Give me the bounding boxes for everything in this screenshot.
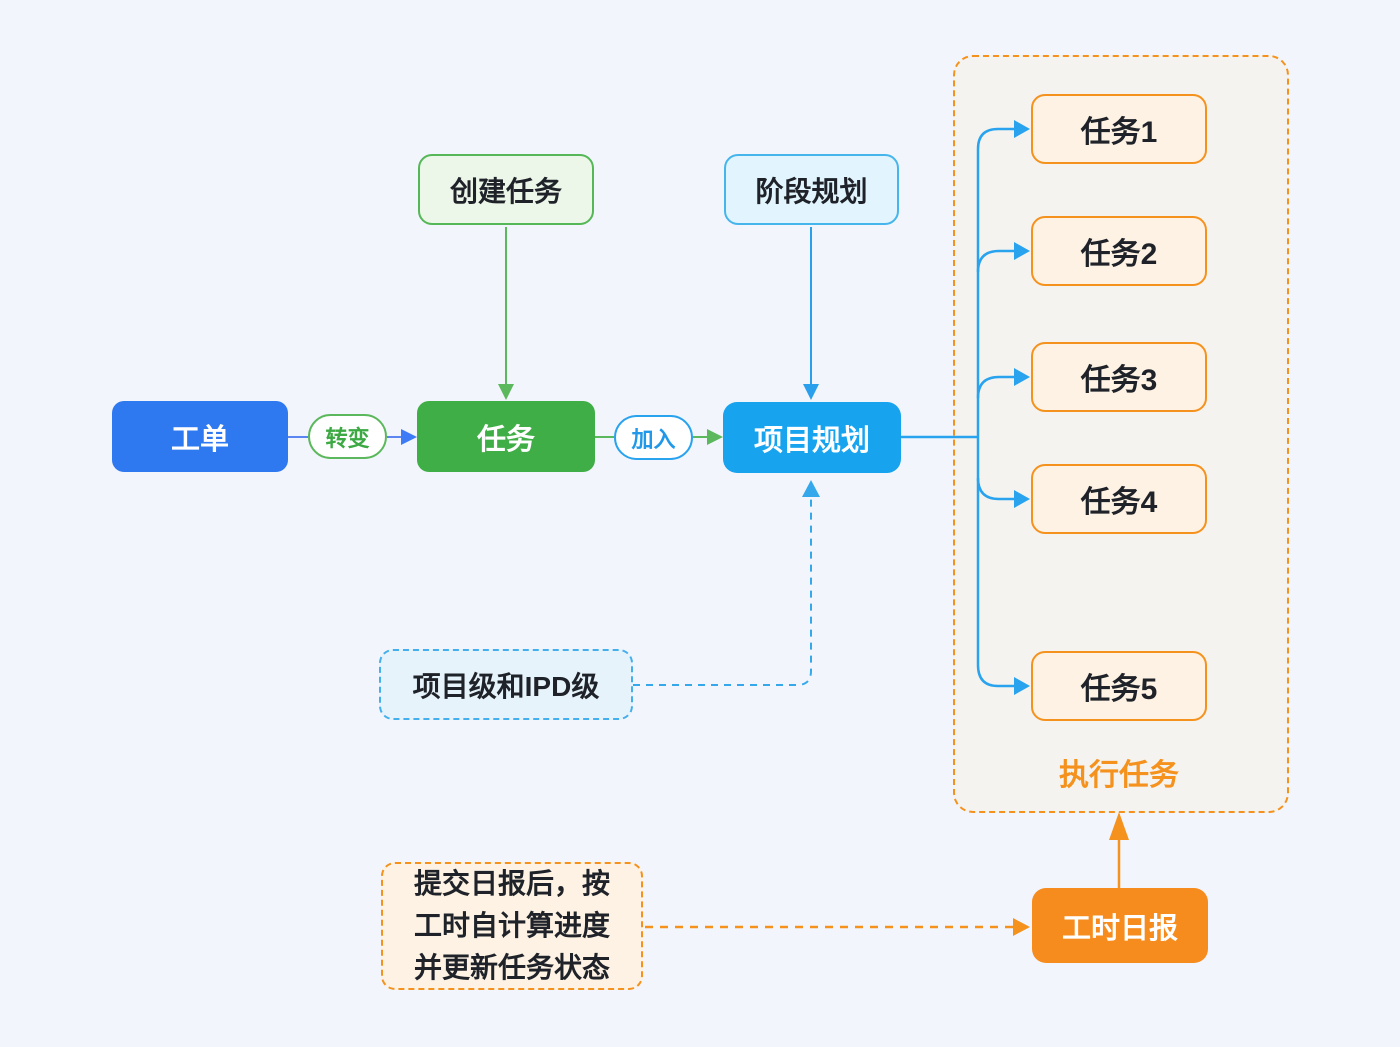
- node-work-order: 工单: [112, 401, 288, 472]
- execute-task-group-label: 执行任务: [1059, 759, 1179, 792]
- note-line-2: 工时自计算进度: [413, 910, 610, 941]
- node-task-3: 任务3: [1031, 342, 1207, 412]
- edge-label-transform: 转变: [308, 414, 387, 459]
- node-task: 任务: [417, 401, 595, 472]
- arrowhead-stageplan-projectplan: [803, 384, 819, 400]
- arrowhead-createtask-task: [498, 384, 514, 400]
- arrowhead-dailyreport: [1013, 918, 1030, 936]
- node-task-4: 任务4: [1031, 464, 1207, 534]
- arrowhead-into-projectplan: [707, 429, 723, 445]
- note-daily-report-rule: 提交日报后，按 工时自计算进度 并更新任务状态: [381, 862, 643, 990]
- node-stage-plan: 阶段规划: [724, 154, 899, 225]
- arrowhead-group: [1109, 812, 1129, 840]
- node-project-plan: 项目规划: [723, 402, 901, 473]
- note-line-1: 提交日报后，按: [413, 868, 610, 899]
- note-project-ipd-level: 项目级和IPD级: [379, 649, 633, 720]
- note-line-3: 并更新任务状态: [413, 952, 610, 983]
- node-task-5: 任务5: [1031, 651, 1207, 721]
- node-task-1: 任务1: [1031, 94, 1207, 164]
- arrowhead-levelnote-projectplan: [802, 480, 820, 497]
- node-daily-report: 工时日报: [1032, 888, 1208, 963]
- node-task-2: 任务2: [1031, 216, 1207, 286]
- edge-levelnote-projectplan: [633, 497, 812, 686]
- edge-label-join: 加入: [614, 415, 693, 460]
- arrowhead-into-task: [401, 429, 417, 445]
- node-create-task: 创建任务: [418, 154, 594, 225]
